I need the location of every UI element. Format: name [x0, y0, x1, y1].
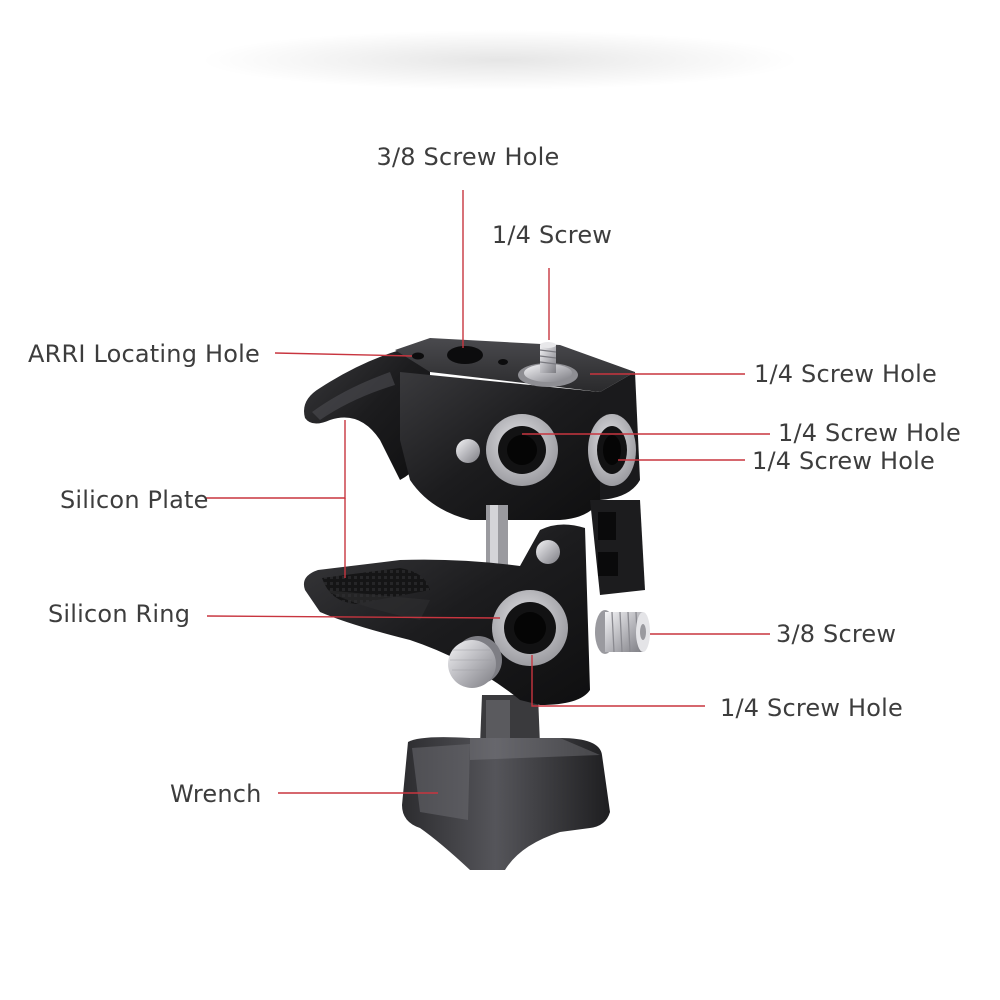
label-silicon-plate: Silicon Plate — [60, 486, 209, 514]
screw-1-4-top — [518, 342, 578, 387]
screw-3-8-side — [595, 610, 650, 654]
callout-lines — [205, 190, 770, 794]
pivot-bolt-upper — [456, 439, 480, 463]
wrench-part — [402, 695, 610, 870]
label-arri-locating-hole: ARRI Locating Hole — [28, 340, 260, 368]
upper-jaw — [304, 345, 430, 480]
label-screw-1-4-top: 1/4 Screw — [492, 221, 612, 249]
label-screw-hole-1-4-front-right: 1/4 Screw Hole — [752, 447, 935, 475]
label-screw-hole-1-4-top-right: 1/4 Screw Hole — [754, 360, 937, 388]
silicon-ring — [492, 590, 568, 666]
spring-pin — [486, 505, 508, 565]
pivot-bolt-lower — [536, 540, 560, 564]
label-screw-hole-1-4-bottom: 1/4 Screw Hole — [720, 694, 903, 722]
label-wrench: Wrench — [170, 780, 262, 808]
screw-hole-3-8-top — [447, 346, 483, 364]
tension-knob — [448, 636, 502, 688]
screw-hole-1-4-front-right — [588, 414, 636, 486]
label-screw-hole-1-4-front-left: 1/4 Screw Hole — [778, 419, 961, 447]
labels: 3/8 Screw Hole 1/4 Screw ARRI Locating H… — [28, 143, 961, 808]
arri-locating-hole-2 — [498, 359, 508, 365]
arri-locating-hole — [412, 352, 424, 360]
label-screw-hole-3-8-top: 3/8 Screw Hole — [376, 143, 559, 171]
screw-hole-1-4-front-left — [486, 414, 558, 486]
label-silicon-ring: Silicon Ring — [48, 600, 190, 628]
background-shadow — [200, 30, 800, 90]
hinge-link — [590, 500, 645, 595]
label-screw-3-8-side: 3/8 Screw — [776, 620, 896, 648]
